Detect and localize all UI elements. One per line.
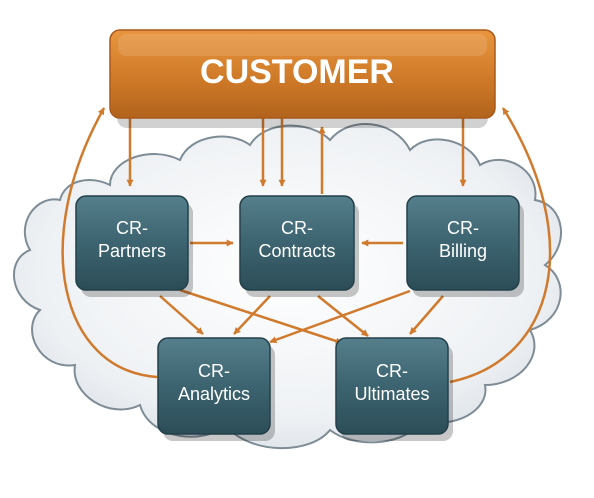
node-billing-line2: Billing (439, 241, 487, 261)
arrow-billing-analytics (269, 289, 411, 344)
customer-box: CUSTOMER (109, 29, 496, 128)
node-partners-line2: Partners (98, 241, 166, 261)
node-contracts-line1: CR- (281, 218, 313, 238)
node-ultimates: CR- Ultimates (335, 337, 453, 441)
arrow-billing-ultimates (409, 295, 444, 335)
arrow-layer (61, 107, 552, 384)
arrow-analytics-customer (61, 107, 158, 379)
node-billing: CR- Billing (406, 195, 524, 297)
node-partners: CR- Partners (75, 195, 193, 297)
arrow-contracts-analytics (233, 295, 271, 335)
node-analytics: CR- Analytics (157, 337, 275, 441)
node-billing-line1: CR- (447, 218, 479, 238)
node-analytics-line2: Analytics (178, 384, 250, 404)
arrow-partners-analytics (159, 295, 204, 335)
node-contracts-line2: Contracts (258, 241, 335, 261)
arrow-ultimates-customer (449, 107, 552, 384)
arrow-partners-ultimates (179, 288, 343, 345)
node-analytics-line1: CR- (198, 361, 230, 381)
node-contracts: CR- Contracts (239, 195, 359, 297)
customer-label: CUSTOMER (200, 53, 394, 91)
node-partners-line1: CR- (116, 218, 148, 238)
node-ultimates-line2: Ultimates (354, 384, 429, 404)
node-ultimates-line1: CR- (376, 361, 408, 381)
